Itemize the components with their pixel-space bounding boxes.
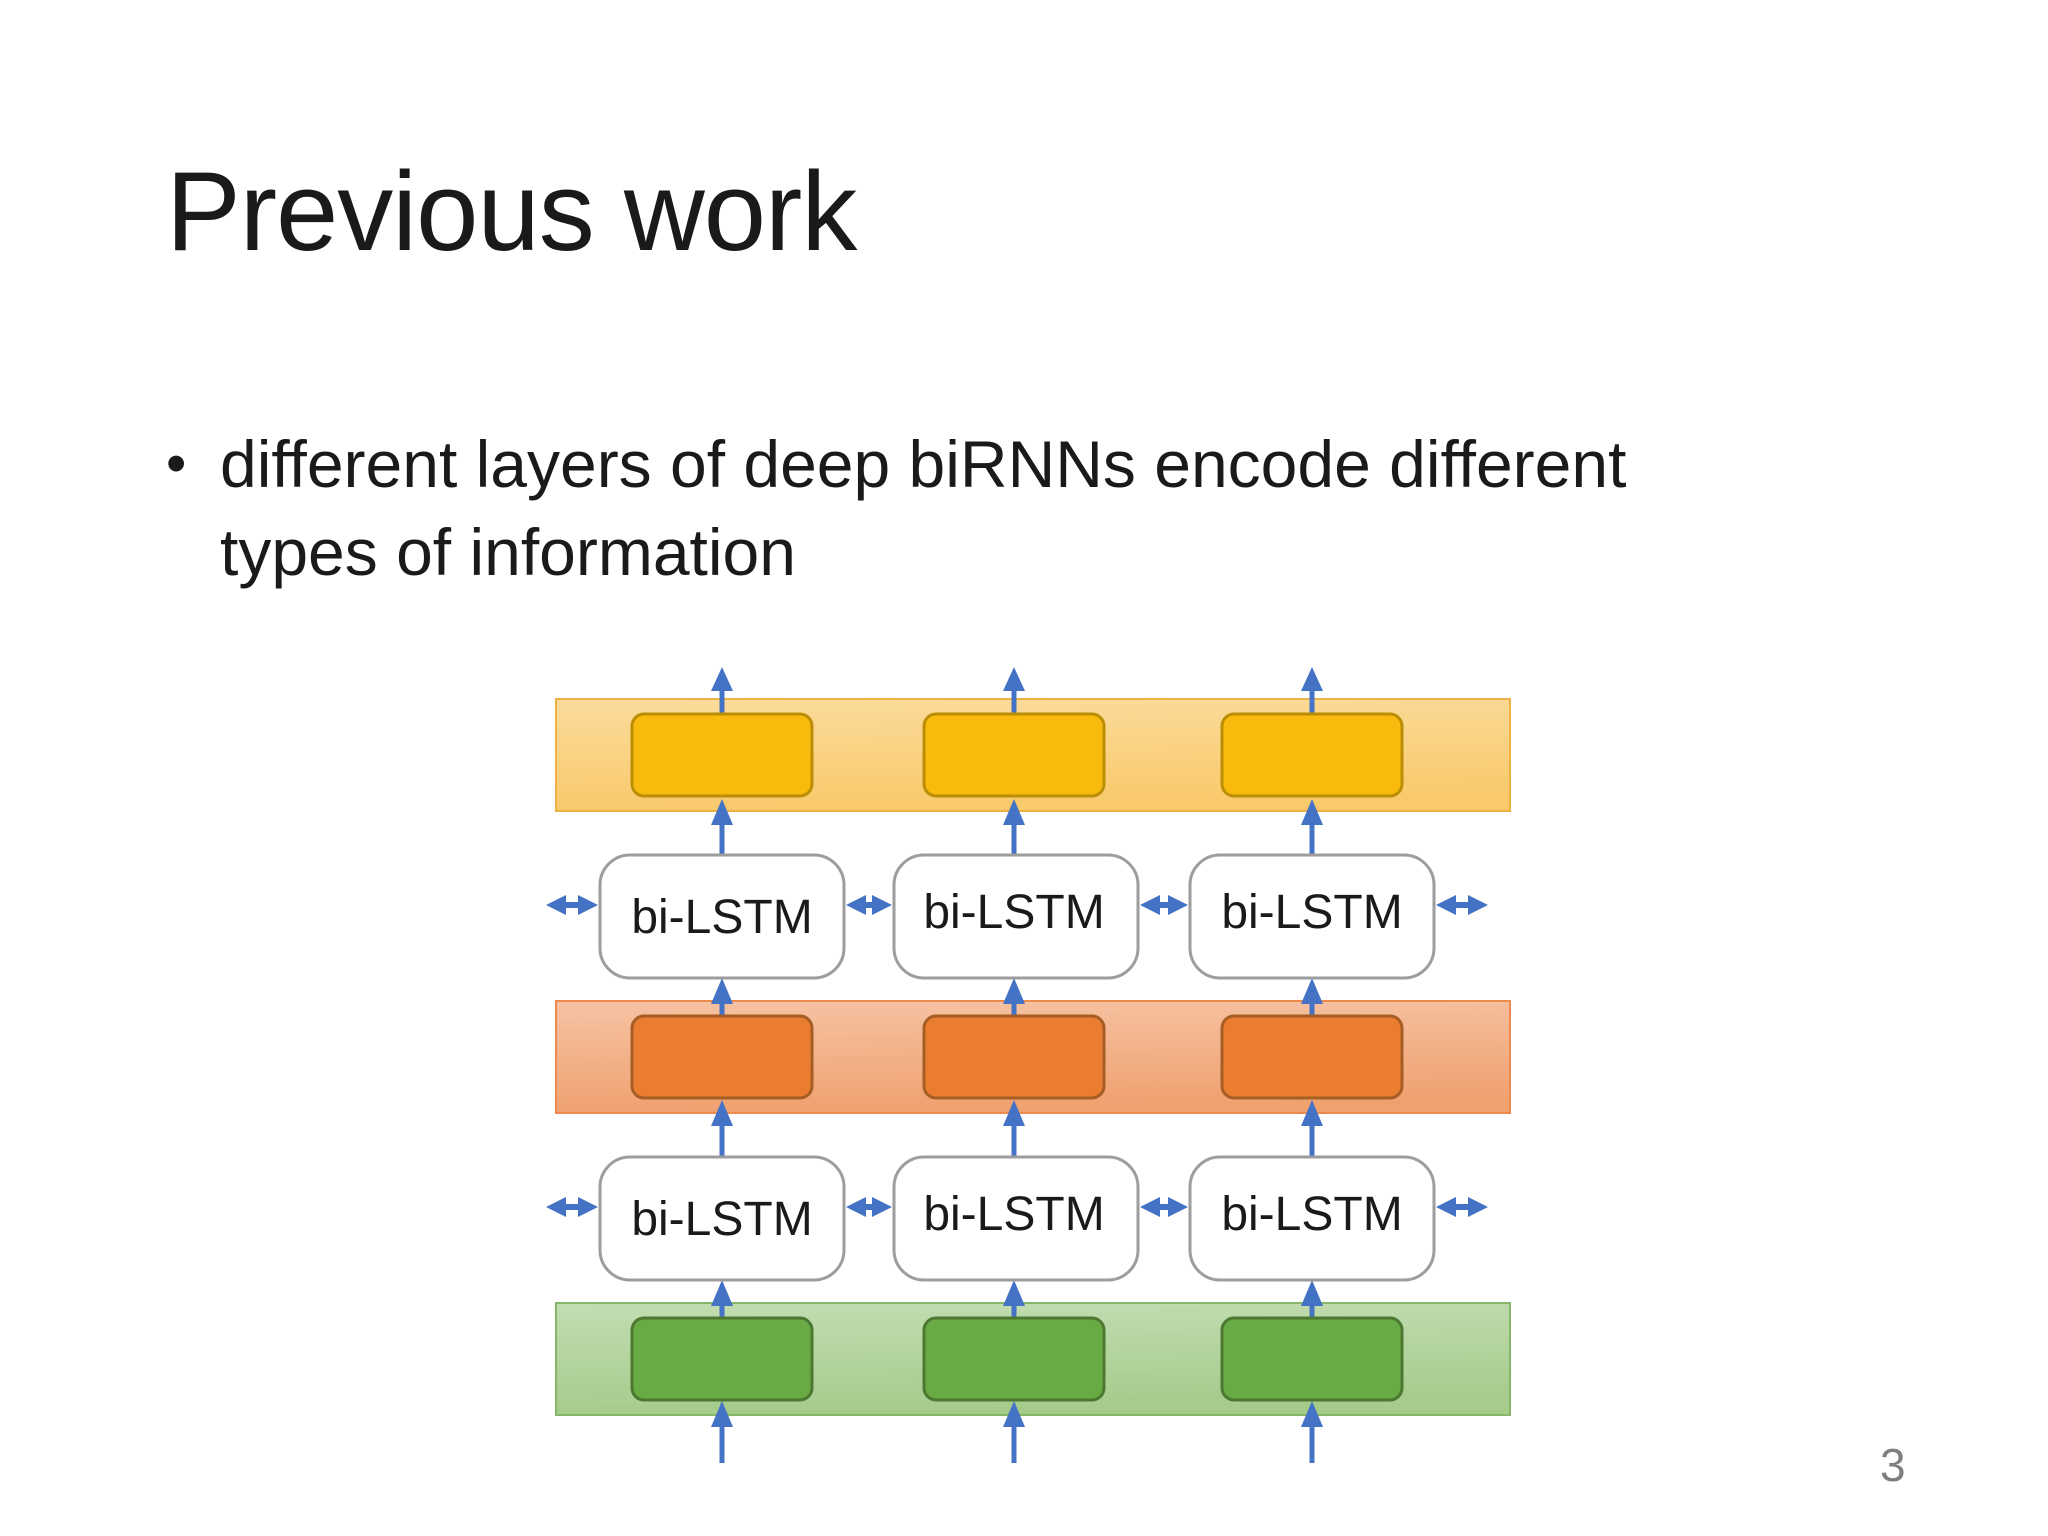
- bilstm-label-row2-col3: bi-LSTM: [1221, 1188, 1402, 1241]
- gold-output-box-col1: [630, 712, 814, 798]
- bidirectional-arrow-row1-left: [546, 895, 598, 915]
- orange-hidden-box-col3: [1220, 1014, 1404, 1100]
- bilstm-box-row1-col3: [1188, 853, 1436, 980]
- up-arrow-lstm1-to-gold-col3: [1301, 799, 1323, 855]
- bullet-marker: •: [166, 431, 187, 496]
- gold-output-box-col2: [922, 712, 1106, 798]
- up-arrow-orange-to-lstm1-col3: [1301, 978, 1323, 1016]
- bilstm-box-row2-col1: [598, 1155, 846, 1282]
- page-number: 3: [1880, 1439, 1906, 1491]
- bullet-item: • different layers of deep biRNNs encode…: [166, 420, 1846, 596]
- bullet-text: different layers of deep biRNNs encode d…: [220, 420, 1626, 596]
- bilstm-box-row2-col3: [1188, 1155, 1436, 1282]
- up-arrow-lstm1-to-gold-col1: [711, 799, 733, 855]
- bullet-text-line-1: different layers of deep biRNNs encode d…: [220, 427, 1627, 501]
- gold-output-box-col3: [1220, 712, 1404, 798]
- up-arrow-input-col2: [1003, 1401, 1025, 1463]
- bidirectional-arrow-row1-gap1: [846, 895, 892, 915]
- bilstm-box-row2-col2: [892, 1155, 1140, 1282]
- bidirectional-arrow-row2-left: [546, 1197, 598, 1217]
- bilstm-box-row1-col1: [598, 853, 846, 980]
- up-arrow-green-to-lstm2-col3: [1301, 1280, 1323, 1318]
- up-arrow-lstm1-to-gold-col2: [1003, 799, 1025, 855]
- up-arrow-input-col1: [711, 1401, 733, 1463]
- up-arrow-green-to-lstm2-col2: [1003, 1280, 1025, 1318]
- bilstm-label-row1-col3: bi-LSTM: [1221, 886, 1402, 939]
- bidirectional-arrow-row1-gap2: [1140, 895, 1188, 915]
- orange-hidden-box-col2: [922, 1014, 1106, 1100]
- bidirectional-arrow-row2-gap1: [846, 1197, 892, 1217]
- up-arrow-orange-to-lstm1-col2: [1003, 978, 1025, 1016]
- up-arrow-orange-to-lstm1-col1: [711, 978, 733, 1016]
- green-embedding-box-col1: [630, 1316, 814, 1402]
- bidirectional-arrow-row2-gap2: [1140, 1197, 1188, 1217]
- bilstm-label-row1-col1: bi-LSTM: [631, 891, 812, 944]
- bilstm-label-row2-col2: bi-LSTM: [923, 1188, 1104, 1241]
- bilstm-box-row1-col2: [892, 853, 1140, 980]
- bidirectional-arrow-row1-right: [1436, 895, 1488, 915]
- up-arrow-input-col3: [1301, 1401, 1323, 1463]
- orange-hidden-box-col1: [630, 1014, 814, 1100]
- up-arrow-output-col3: [1301, 667, 1323, 713]
- slide-title: Previous work: [166, 149, 857, 274]
- up-arrow-output-col1: [711, 667, 733, 713]
- up-arrow-lstm2-to-orange-col1: [711, 1100, 733, 1157]
- green-embedding-box-col3: [1220, 1316, 1404, 1402]
- green-embedding-box-col2: [922, 1316, 1106, 1402]
- bidirectional-arrow-row2-right: [1436, 1197, 1488, 1217]
- bullet-text-line-2: types of information: [220, 515, 796, 589]
- bilstm-label-row1-col2: bi-LSTM: [923, 886, 1104, 939]
- up-arrow-output-col2: [1003, 667, 1025, 713]
- up-arrow-lstm2-to-orange-col2: [1003, 1100, 1025, 1157]
- up-arrow-lstm2-to-orange-col3: [1301, 1100, 1323, 1157]
- bilstm-label-row2-col1: bi-LSTM: [631, 1193, 812, 1246]
- up-arrow-green-to-lstm2-col1: [711, 1280, 733, 1318]
